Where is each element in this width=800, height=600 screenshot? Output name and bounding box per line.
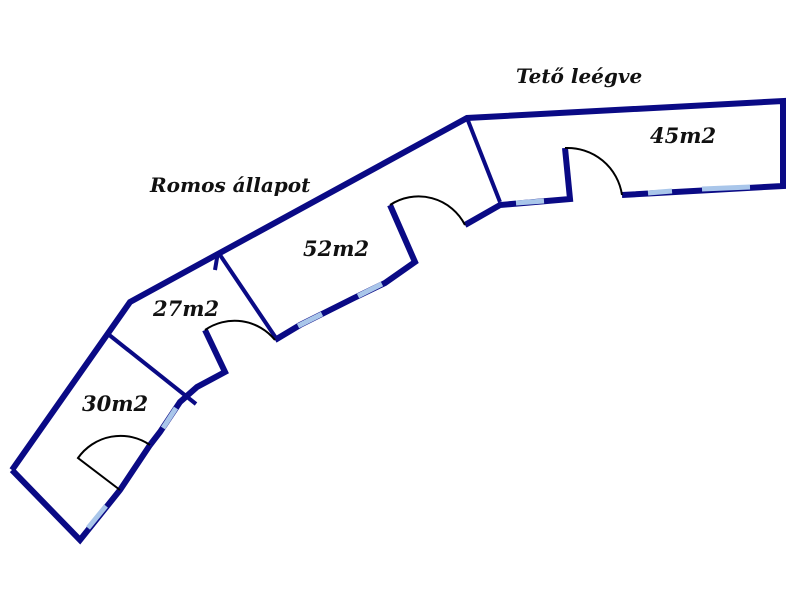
front-wall-3 [463,147,574,228]
window-5 [515,198,545,206]
door-arc-2 [204,319,276,341]
note-roof-burned: Tető leégve [516,64,642,88]
partition-2 [216,250,278,340]
partition-1 [106,332,198,406]
window-7 [701,184,751,192]
note-ruined-condition: Romos állapot [149,173,311,197]
window-2 [160,406,179,430]
partition-tick [213,251,220,271]
door-arc-3 [389,195,466,226]
front-wall-1 [147,328,229,447]
window-1 [86,504,108,530]
window-3 [296,311,324,329]
room-label-52: 52m2 [303,236,369,261]
room-label-45: 45m2 [650,123,716,148]
partition-3 [465,117,502,203]
window-6 [647,188,673,196]
room-label-27: 27m2 [152,296,219,321]
door-arc-4 [564,146,623,196]
room-label-30: 30m2 [82,391,148,416]
window-4 [356,281,384,299]
outer-back-wall [9,97,786,472]
front-wall-2 [273,203,419,343]
door-arc-1 [76,434,151,491]
